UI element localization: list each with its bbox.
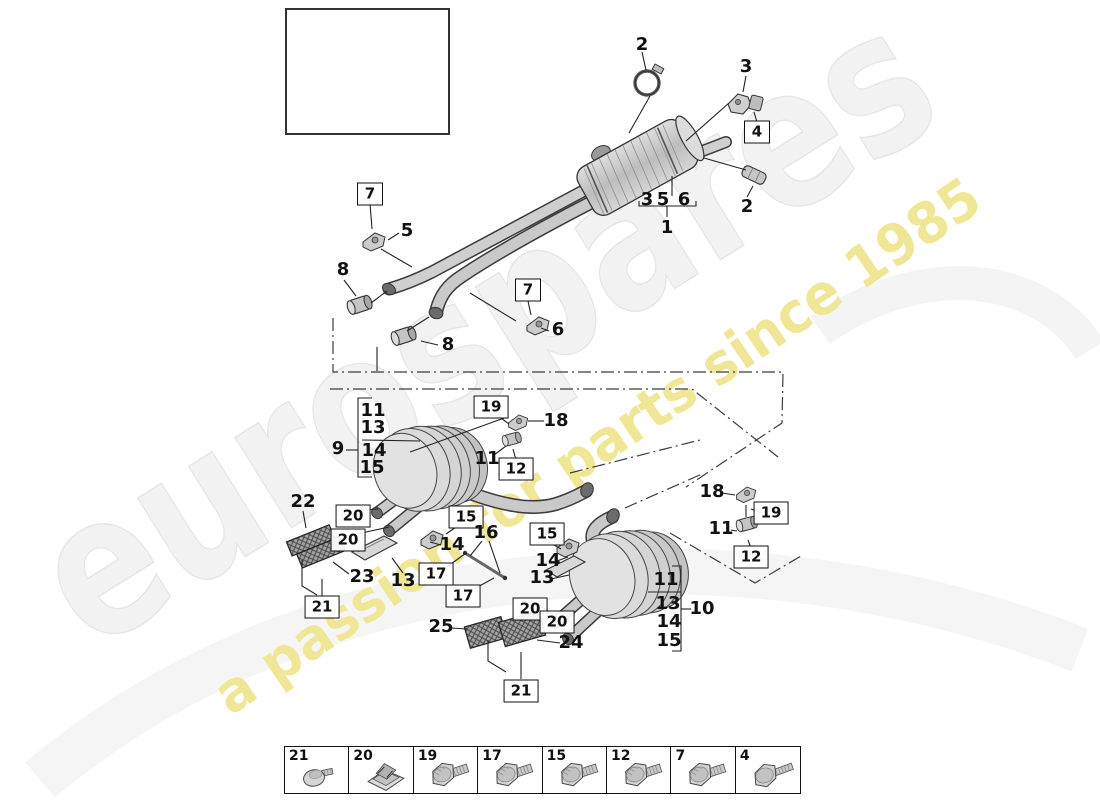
assembly-boundary-lines — [330, 318, 802, 584]
legend-part-number: 12 — [611, 748, 631, 764]
hex-bolt-icon — [682, 757, 734, 793]
legend-part-number: 19 — [417, 748, 438, 764]
clip-nut-icon — [360, 757, 412, 793]
hex-bolt-icon — [425, 757, 477, 793]
ball-stud-icon — [296, 757, 348, 793]
hex-bolt-long-icon — [747, 757, 799, 793]
legend-cell-12: 12 — [606, 746, 673, 794]
legend-part-number: 7 — [675, 748, 686, 764]
legend-cell-4: 4 — [734, 746, 801, 794]
rear-hangers — [350, 414, 759, 581]
front-silencer-assembly — [381, 63, 767, 320]
clamp-part-2-top — [633, 63, 665, 97]
legend-part-number: 4 — [739, 748, 750, 764]
legend-cell-19: 19 — [412, 746, 479, 794]
legend-cell-15: 15 — [541, 746, 608, 794]
legend-part-number: 15 — [546, 748, 567, 764]
hex-bolt-icon — [489, 757, 541, 793]
watermark: eurospares a passion for parts since 198… — [0, 0, 1100, 729]
tailpipe-right — [463, 610, 547, 649]
rear-silencer-right — [549, 508, 689, 646]
legend-cell-7: 7 — [670, 746, 737, 794]
clamp-part-2-lower — [741, 165, 767, 185]
legend-cell-20: 20 — [348, 746, 415, 794]
legend-cell-21: 21 — [284, 746, 350, 794]
legend-part-number: 21 — [289, 748, 309, 764]
bracket-part-3 — [727, 93, 764, 115]
legend-part-number: 17 — [482, 748, 502, 764]
legend-cell-17: 17 — [477, 746, 544, 794]
legend-table: 21 20 19 17 15 12 7 4 — [284, 746, 801, 794]
legend-part-number: 20 — [353, 748, 373, 764]
hex-bolt-icon — [618, 757, 670, 793]
hex-bolt-icon — [554, 757, 606, 793]
car-thumbnail-frame — [285, 8, 450, 135]
